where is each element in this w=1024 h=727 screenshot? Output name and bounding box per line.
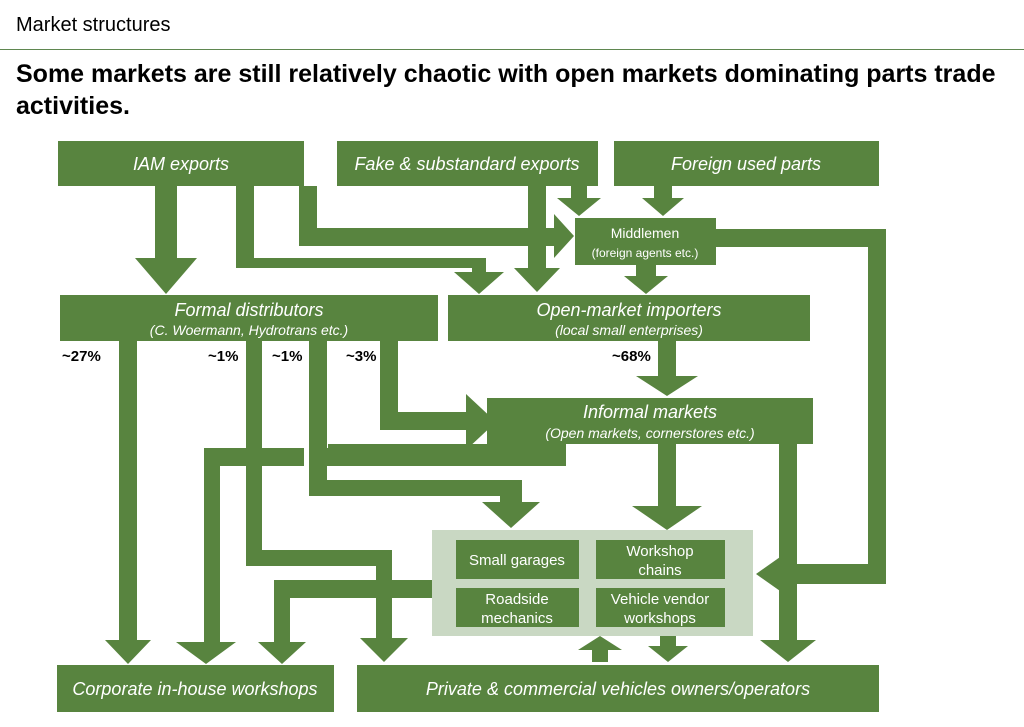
box-foreign-used-parts (614, 141, 879, 186)
vehicle-owners-label: Private & commercial vehicles owners/ope… (426, 679, 810, 699)
arrow-owners-to-workshops (578, 636, 622, 662)
box-roadside-mechanics (456, 588, 579, 627)
box-vehicle-vendor-workshops (596, 588, 725, 627)
slide-headline: Some markets are still relatively chaoti… (16, 60, 996, 120)
fake-exports-label: Fake & substandard exports (354, 154, 579, 174)
arrow-iam-to-openmarket (236, 186, 504, 294)
share-to-owners: ~1% (272, 348, 302, 365)
arrow-middlemen-to-openmarket (624, 264, 668, 294)
foreign-used-parts-label: Foreign used parts (671, 154, 821, 174)
arrow-workshops-to-owners (648, 636, 688, 662)
box-corporate-workshops (57, 665, 334, 712)
workshop-chains-line2: chains (638, 562, 681, 579)
share-open-market: ~68% (612, 348, 651, 365)
header-divider (0, 49, 1024, 50)
arrow-formal-to-owners (246, 341, 408, 662)
box-fake-exports (337, 141, 598, 186)
iam-exports-label: IAM exports (133, 154, 229, 174)
vehicle-vendor-workshops-line2: workshops (623, 610, 696, 627)
informal-markets-label: Informal markets (583, 402, 717, 422)
arrow-informal-to-workshops (632, 444, 702, 530)
middlemen-sublabel: (foreign agents etc.) (592, 246, 699, 260)
box-informal-markets (487, 398, 813, 444)
arrow-iam-to-middlemen (299, 186, 574, 258)
arrow-formal-to-corporate (105, 341, 151, 664)
box-open-market-importers (448, 295, 810, 341)
section-label: Market structures (16, 14, 171, 36)
middlemen-label: Middlemen (611, 225, 679, 241)
informal-markets-sublabel: (Open markets, cornerstores etc.) (545, 425, 754, 441)
share-to-informal: ~3% (346, 348, 376, 365)
box-workshop-chains (596, 540, 725, 579)
box-formal-distributors (60, 295, 438, 341)
share-to-corporate: ~27% (62, 348, 101, 365)
open-market-importers-label: Open-market importers (536, 300, 721, 320)
arrow-formal-to-informal (380, 341, 496, 450)
arrow-workshops-to-corporate (258, 580, 432, 664)
box-middlemen (575, 218, 716, 265)
box-vehicle-owners (357, 665, 879, 712)
corporate-workshops-label: Corporate in-house workshops (72, 679, 317, 699)
arrow-formal-to-garages (309, 341, 540, 528)
box-small-garages (456, 540, 579, 579)
arrow-fake-to-openmarket (514, 186, 560, 292)
arrow-iam-to-formal (135, 186, 197, 294)
workshop-chains-line1: Workshop (626, 543, 693, 560)
roadside-mechanics-line1: Roadside (485, 591, 548, 608)
formal-distributors-sublabel: (C. Woermann, Hydrotrans etc.) (150, 322, 348, 338)
box-iam-exports (58, 141, 304, 186)
vehicle-vendor-workshops-line1: Vehicle vendor (611, 591, 709, 608)
roadside-mechanics-line2: mechanics (481, 610, 553, 627)
arrow-middlemen-to-workshops (716, 229, 886, 598)
open-market-importers-sublabel: (local small enterprises) (555, 322, 703, 338)
arrow-fake-to-middlemen (557, 186, 601, 216)
arrow-informal-to-corporate (176, 444, 566, 664)
small-garages-label: Small garages (469, 552, 565, 569)
arrow-openmarket-to-informal (636, 341, 698, 396)
share-to-small-garages: ~1% (208, 348, 238, 365)
arrow-informal-to-owners (760, 444, 816, 662)
formal-distributors-label: Formal distributors (174, 300, 323, 320)
arrow-foreign-to-middlemen (642, 186, 684, 216)
